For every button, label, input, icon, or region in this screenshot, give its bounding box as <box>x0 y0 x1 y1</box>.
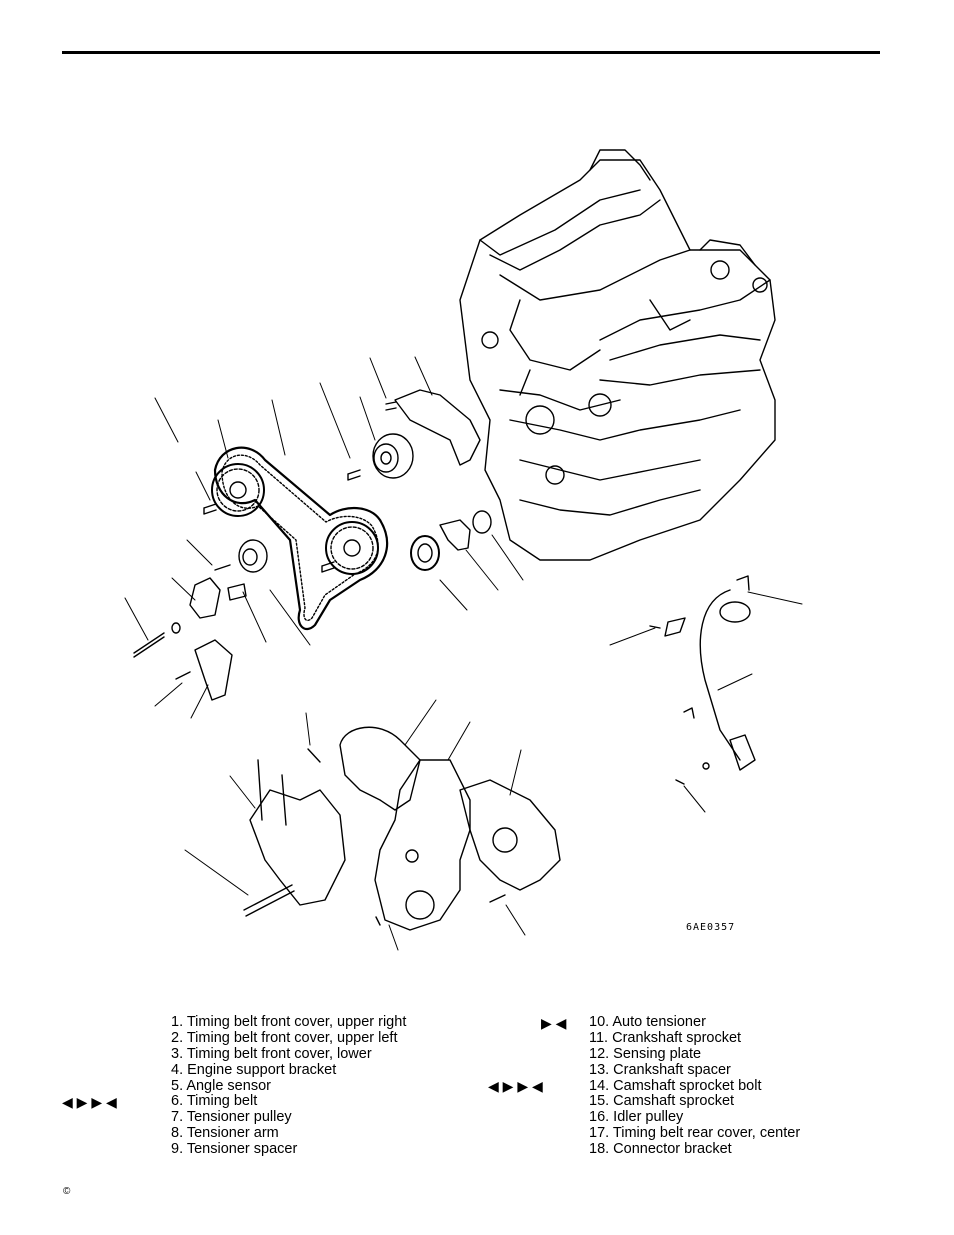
crankshaft-opening <box>405 890 435 920</box>
washer <box>171 622 181 634</box>
sensor-clip <box>736 575 750 591</box>
auto-tensioner-bolt <box>175 671 191 680</box>
tensioner-pulley-bolt <box>214 564 231 571</box>
legend-item: 9. Tensioner spacer <box>171 1141 298 1158</box>
camshaft-sprocket-left <box>211 463 265 517</box>
front-cover-upper-right <box>459 779 561 891</box>
bracket-bolt <box>649 625 661 629</box>
legend-item: 3. Timing belt front cover, lower <box>171 1045 372 1062</box>
front-cover-lower <box>374 759 471 931</box>
legend-item: 5. Angle sensor <box>171 1077 271 1094</box>
sensing-plate <box>439 519 471 551</box>
stud-bolt <box>307 748 321 763</box>
legend-item: 2. Timing belt front cover, upper left <box>171 1029 398 1046</box>
crankshaft-spacer <box>472 510 492 534</box>
item6-marks: ◀ ▶ ▶ ◀ <box>62 1094 117 1110</box>
timing-belt <box>213 446 389 631</box>
tensioner-spacer <box>227 583 247 601</box>
cover-bolt-right <box>489 894 506 903</box>
angle-sensor <box>699 589 756 771</box>
auto-tensioner <box>194 639 233 701</box>
sensor-clamp <box>683 707 695 719</box>
legend-item: 18. Connector bracket <box>589 1141 732 1158</box>
camshaft-sprocket-right <box>325 521 379 575</box>
parts-legend-left: 1. Timing belt front cover, upper right … <box>171 1014 407 1158</box>
sensor-grommet <box>702 762 710 770</box>
legend-item: 17. Timing belt rear cover, center <box>589 1125 801 1142</box>
legend-item: 4. Engine support bracket <box>171 1061 337 1078</box>
legend-item: 10. Auto tensioner <box>589 1014 706 1030</box>
item10-marks: ▶ ◀ <box>541 1015 567 1031</box>
legend-item: 11. Crankshaft sprocket <box>589 1029 742 1046</box>
legend-item: 1. Timing belt front cover, upper right <box>171 1014 407 1030</box>
legend-item: 7. Tensioner pulley <box>171 1109 292 1126</box>
front-cover-upper-left <box>339 726 421 811</box>
legend-item: 6. Timing belt <box>171 1093 258 1110</box>
tensioner-arm <box>189 577 221 619</box>
engine-support-bracket <box>243 759 346 917</box>
idler-pulley <box>372 433 414 479</box>
crankshaft-sprocket <box>410 535 440 571</box>
item14-marks: ◀ ▶ ▶ ◀ <box>488 1078 543 1094</box>
sensor-bolt <box>675 779 685 785</box>
connector-bracket <box>664 617 686 637</box>
legend-item: 16. Idler pulley <box>589 1109 684 1126</box>
figure-code: 6AE0357 <box>686 922 736 933</box>
parts-legend-right: 10. Auto tensioner 11. Crankshaft sprock… <box>589 1014 801 1158</box>
leader-lines <box>124 356 803 951</box>
timing-belt-rear-cover <box>394 389 481 466</box>
timing-belt-exploded-diagram <box>124 149 803 951</box>
tensioner-bolt <box>133 632 165 658</box>
tensioner-pulley <box>238 539 268 573</box>
engine-assembly <box>459 149 776 561</box>
cover-opening <box>492 827 518 853</box>
legend-item: 8. Tensioner arm <box>171 1125 279 1142</box>
header-rule <box>62 51 880 54</box>
legend-item: 14. Camshaft sprocket bolt <box>589 1077 762 1094</box>
legend-item: 13. Crankshaft spacer <box>589 1061 731 1078</box>
cover-bolt-left <box>375 916 381 926</box>
camshaft-sprocket-bolts <box>203 401 397 573</box>
copyright-symbol: © <box>63 1186 71 1197</box>
legend-item: 15. Camshaft sprocket <box>589 1093 735 1110</box>
cover-hole <box>405 849 419 863</box>
legend-item: 12. Sensing plate <box>589 1045 702 1062</box>
